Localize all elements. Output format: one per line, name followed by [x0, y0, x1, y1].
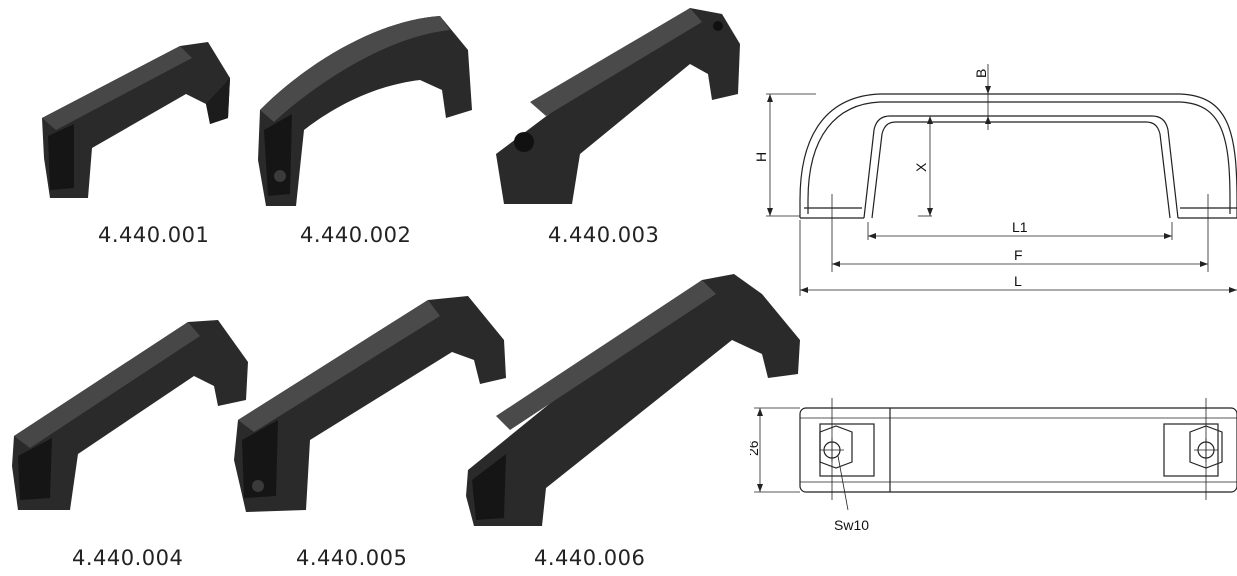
product-code-2: 4.440.002 — [300, 223, 412, 247]
dim-label-l: L — [1014, 273, 1022, 289]
dim-label-h: H — [753, 152, 769, 162]
dim-label-width: 26 — [750, 440, 761, 456]
dim-label-x: X — [913, 162, 929, 172]
handle-photo-5 — [234, 296, 506, 512]
handle-photo-4 — [12, 320, 248, 510]
product-code-1: 4.440.001 — [98, 223, 210, 247]
dim-label-l1: L1 — [1012, 219, 1028, 235]
handle-photo-1 — [42, 42, 230, 198]
product-code-3: 4.440.003 — [548, 223, 660, 247]
wrench-size-label: Sw10 — [834, 517, 869, 533]
product-code-6: 4.440.006 — [534, 546, 646, 570]
product-code-5: 4.440.005 — [296, 546, 408, 570]
side-view-drawing: B H X L1 F L — [753, 64, 1237, 296]
handle-photo-3 — [496, 8, 740, 204]
dim-label-f: F — [1014, 247, 1023, 263]
dim-label-b: B — [973, 69, 989, 78]
handle-photo-6 — [466, 274, 800, 526]
top-view-drawing: 26 Sw10 — [750, 398, 1237, 533]
handle-photo-2 — [258, 16, 472, 206]
product-code-4: 4.440.004 — [72, 546, 184, 570]
